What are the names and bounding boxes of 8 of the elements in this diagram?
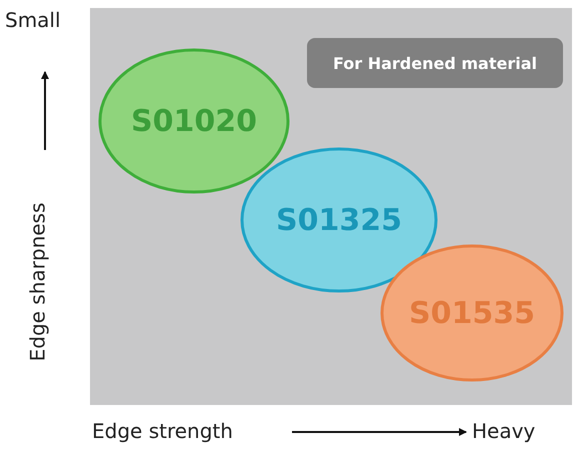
axis-title: Edge sharpness <box>25 202 50 362</box>
axis-end-label: Small <box>5 8 61 32</box>
grade-label: S01325 <box>276 202 402 238</box>
category-tag: For Hardened material <box>307 38 563 88</box>
axis-end-label: Heavy <box>472 419 536 443</box>
grade-label: S01535 <box>409 296 535 330</box>
grade-label: S01020 <box>131 104 257 138</box>
axis-title: Edge strength <box>92 419 233 443</box>
